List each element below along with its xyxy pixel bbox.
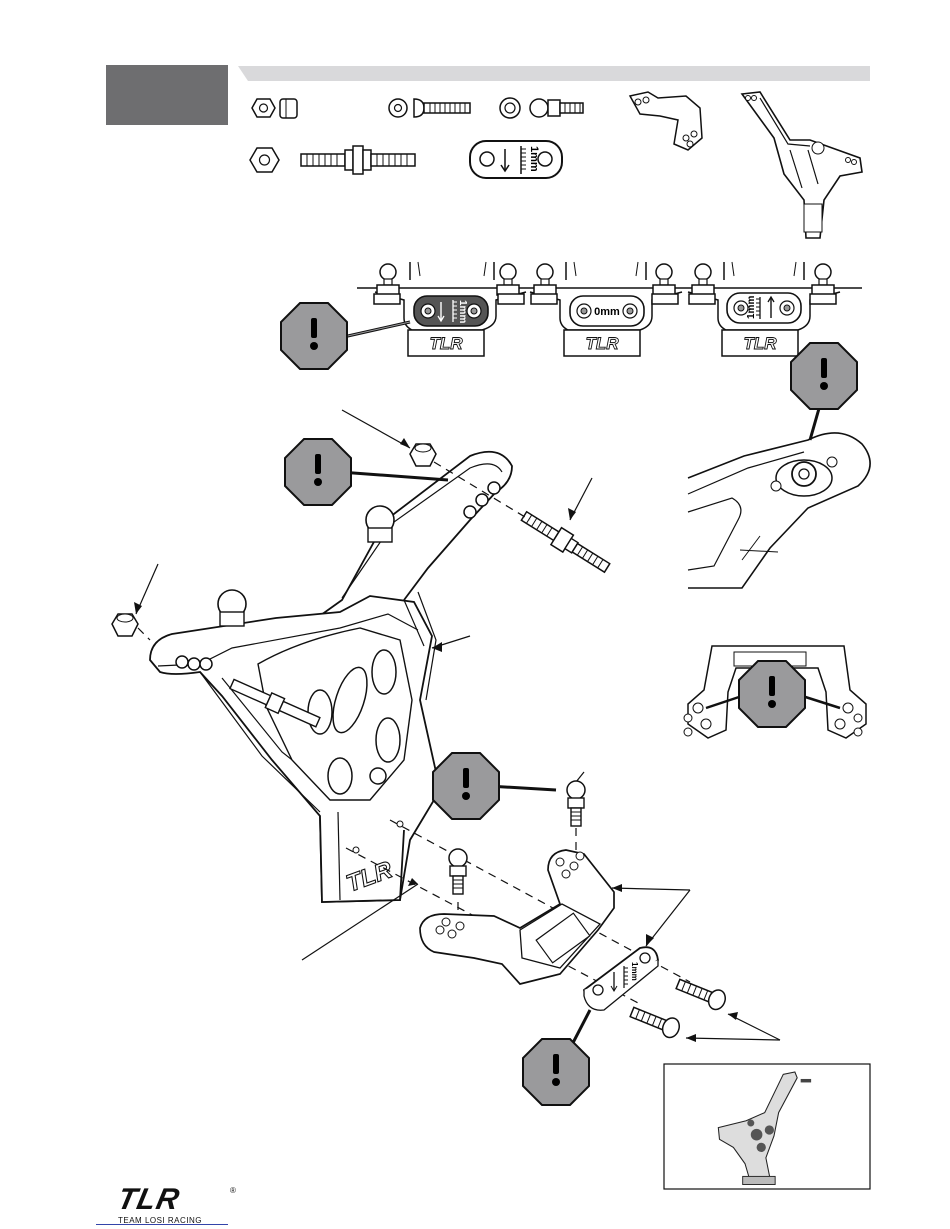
parts-row: 1mm <box>250 92 862 238</box>
strip-logo-2: TLR <box>585 334 619 353</box>
ball-stud-part-2 <box>567 781 585 826</box>
strip-label-3: 1mm <box>746 296 757 319</box>
ball-stud-part-1 <box>449 849 467 894</box>
nut-icon <box>250 148 279 172</box>
insert-label: 1mm <box>630 962 639 981</box>
caution-icon-front <box>739 661 805 727</box>
turnbuckle-icon <box>301 146 415 174</box>
detail-mount-front <box>684 646 866 738</box>
locknut-part-2 <box>112 614 138 636</box>
button-head-screw-part-1 <box>674 975 728 1012</box>
adjustment-diagram: TLR 1mm TLR 0mm <box>281 262 862 369</box>
logo-main-text: TLR <box>115 1186 241 1214</box>
finished-assembly-inset <box>664 1064 870 1189</box>
locknut-part-1 <box>410 444 436 466</box>
shock-tower-icon <box>742 92 862 238</box>
washer-icon-2 <box>500 98 520 118</box>
strip-label-2: 0mm <box>594 306 620 318</box>
shock-tower-main: TLR <box>150 452 512 902</box>
strip-logo-1: TLR <box>429 334 463 353</box>
strip-label-1: 1mm <box>457 300 468 323</box>
registered-mark: ® <box>230 1186 236 1195</box>
strip-logo-3: TLR <box>743 334 777 353</box>
tower-bottom-3: TLR 1mm <box>688 262 840 356</box>
shock-mount-icon <box>630 92 702 150</box>
footer-underline <box>96 1224 228 1225</box>
tower-bottom-2: TLR 0mm <box>530 262 682 356</box>
caution-icon-insert <box>523 1039 589 1105</box>
caution-icon-arm <box>285 439 351 505</box>
button-head-screw-part-2 <box>628 1003 682 1040</box>
offset-insert-part: 1mm <box>584 947 658 1010</box>
ball-stud-icon <box>530 99 583 117</box>
caution-icon-ballstud <box>433 753 499 819</box>
detail-mount-closeup <box>688 343 870 588</box>
locknut-icon <box>252 99 275 117</box>
spacer-icon <box>280 99 297 118</box>
tower-bottom-1: TLR 1mm <box>374 262 526 356</box>
offset-insert-icon: 1mm <box>470 141 562 178</box>
turnbuckle-part <box>519 508 613 577</box>
tlr-footer-logo: TLR TEAM LOSI RACING ® <box>118 1186 238 1226</box>
caution-icon-strip <box>281 303 347 369</box>
button-head-screw-icon <box>414 99 470 117</box>
lower-mount-part <box>420 850 614 984</box>
parts-insert-label: 1mm <box>528 146 540 172</box>
washer-icon <box>389 99 407 117</box>
caution-icon-detail <box>791 343 857 409</box>
